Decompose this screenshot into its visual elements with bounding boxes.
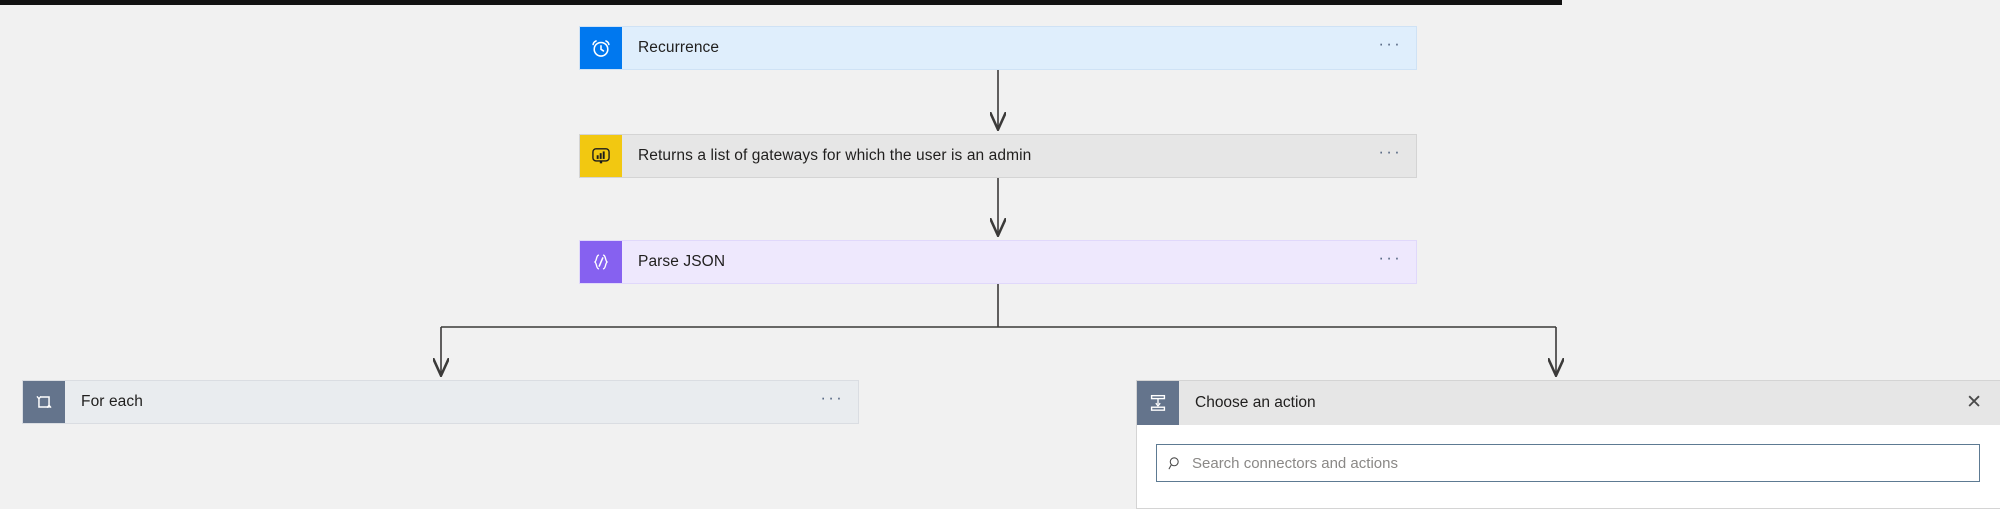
flow-step-recurrence[interactable]: Recurrence ··· (579, 26, 1417, 70)
loop-icon (23, 381, 65, 423)
alarm-clock-icon (580, 27, 622, 69)
flow-step-for-each[interactable]: For each ··· (22, 380, 859, 424)
flow-step-title: For each (81, 393, 143, 410)
overflow-menu-icon[interactable]: ··· (1378, 248, 1402, 267)
json-braces-icon (580, 241, 622, 283)
flow-step-title: Parse JSON (638, 253, 726, 270)
flow-step-powerbi-gateways[interactable]: Returns a list of gateways for which the… (579, 134, 1417, 178)
insert-step-icon (1137, 381, 1179, 425)
flow-step-parse-json[interactable]: Parse JSON ··· (579, 240, 1417, 284)
overflow-menu-icon[interactable]: ··· (1378, 142, 1402, 161)
search-connectors-and-actions-input[interactable] (1192, 454, 1969, 472)
choose-an-action-title: Choose an action (1195, 394, 1316, 411)
search-field-wrapper[interactable] (1156, 444, 1980, 482)
power-bi-icon (580, 135, 622, 177)
overflow-menu-icon[interactable]: ··· (1378, 34, 1402, 53)
flow-step-title: Returns a list of gateways for which the… (638, 147, 1032, 164)
overflow-menu-icon[interactable]: ··· (820, 388, 844, 407)
top-dark-strip (0, 0, 1562, 5)
close-icon[interactable]: ✕ (1966, 391, 1982, 413)
choose-an-action-panel: Choose an action ✕ (1136, 380, 2000, 509)
choose-an-action-header: Choose an action ✕ (1137, 381, 2000, 425)
search-icon (1167, 455, 1184, 472)
flow-step-title: Recurrence (638, 39, 720, 56)
